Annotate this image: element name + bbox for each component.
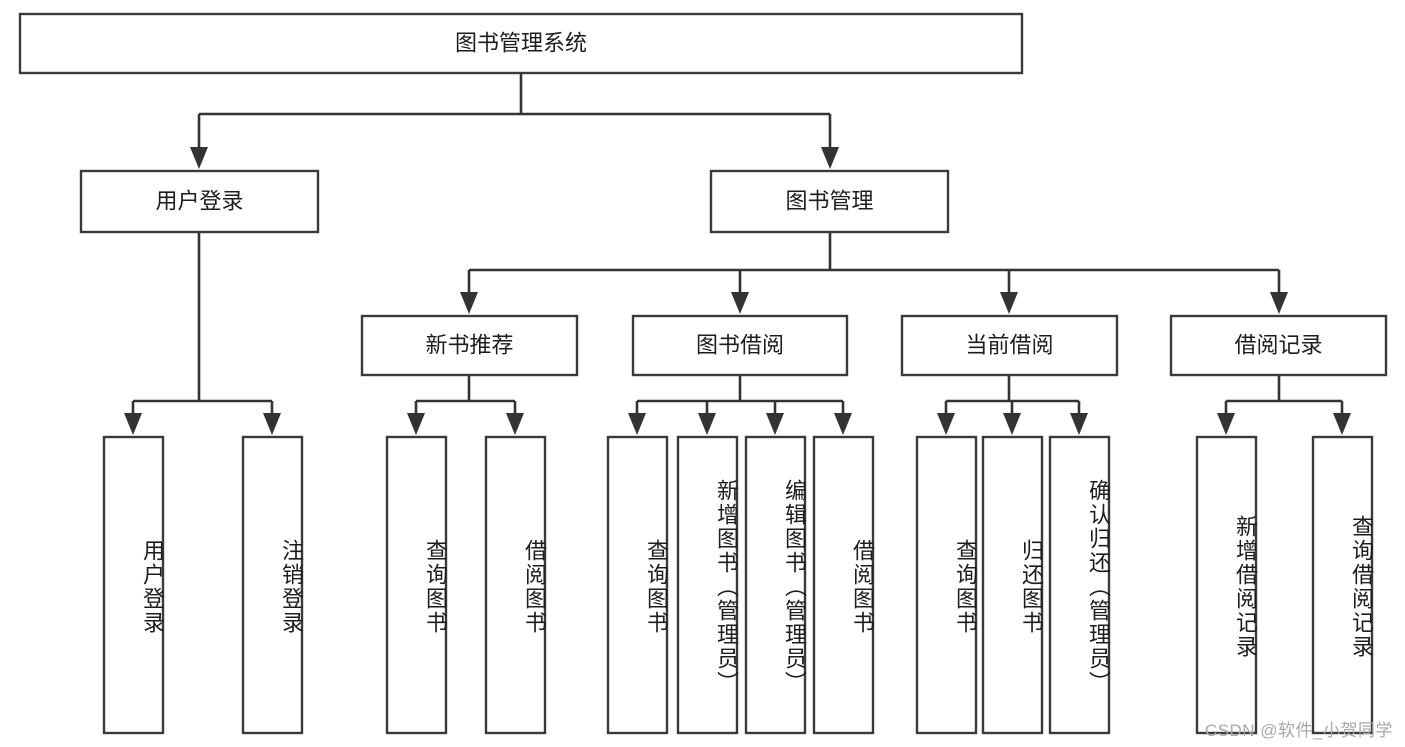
node-label-book-borrow: 图书借阅 [696,332,784,357]
arrow-head-icon [1070,413,1088,435]
node-box-current-borrow[interactable] [900,314,1119,377]
arrow-head-icon [1217,413,1235,435]
node-box-leaf-borrow-book-recommend[interactable] [484,435,547,735]
node-box-leaf-query-book-current[interactable] [915,435,978,735]
arrow-head-icon [1270,292,1288,314]
node-box-borrow-record[interactable] [1169,314,1388,377]
arrow-head-icon [1333,413,1351,435]
arrow-head-icon [1003,413,1021,435]
arrow-head-icon [834,413,852,435]
arrow-head-icon [263,413,281,435]
node-label-borrow-record: 借阅记录 [1234,332,1322,357]
arrow-head-icon [698,413,716,435]
node-box-leaf-logout-login[interactable] [241,435,304,735]
node-box-leaf-return-book[interactable] [981,435,1044,735]
node-label-book-management: 图书管理 [785,188,873,213]
arrow-head-icon [407,413,425,435]
arrow-head-icon [506,413,524,435]
arrow-head-icon [190,147,208,169]
arrow-head-icon [628,413,646,435]
arrow-head-icon [731,292,749,314]
node-box-leaf-borrow-book[interactable] [812,435,875,735]
node-box-leaf-query-book-recommend[interactable] [385,435,448,735]
node-box-book-management[interactable] [709,169,950,234]
node-label-user-login: 用户登录 [155,188,243,213]
node-box-leaf-edit-book-admin[interactable] [744,435,807,735]
arrow-head-icon [821,147,839,169]
node-box-leaf-query-borrow-record[interactable] [1311,435,1374,735]
arrow-head-icon [937,413,955,435]
arrow-head-icon [1000,292,1018,314]
node-box-leaf-confirm-return-admin[interactable] [1048,435,1111,735]
node-box-book-borrow[interactable] [631,314,849,377]
node-label-root: 图书管理系统 [455,30,587,55]
node-box-leaf-add-borrow-record[interactable] [1195,435,1258,735]
node-label-new-book-recommend: 新书推荐 [425,332,513,357]
node-box-new-book-recommend[interactable] [360,314,579,377]
node-box-user-login[interactable] [79,169,320,234]
node-label-current-borrow: 当前借阅 [965,332,1053,357]
arrow-head-icon [766,413,784,435]
node-box-root[interactable] [18,12,1024,75]
node-box-leaf-query-book-borrow[interactable] [606,435,669,735]
arrow-head-icon [460,292,478,314]
arrowheads-layer [124,147,1351,435]
arrow-head-icon [124,413,142,435]
node-box-leaf-user-login[interactable] [102,435,165,735]
node-box-leaf-add-book-admin[interactable] [676,435,739,735]
watermark-text: CSDN @软件_小贺同学 [1204,721,1393,740]
